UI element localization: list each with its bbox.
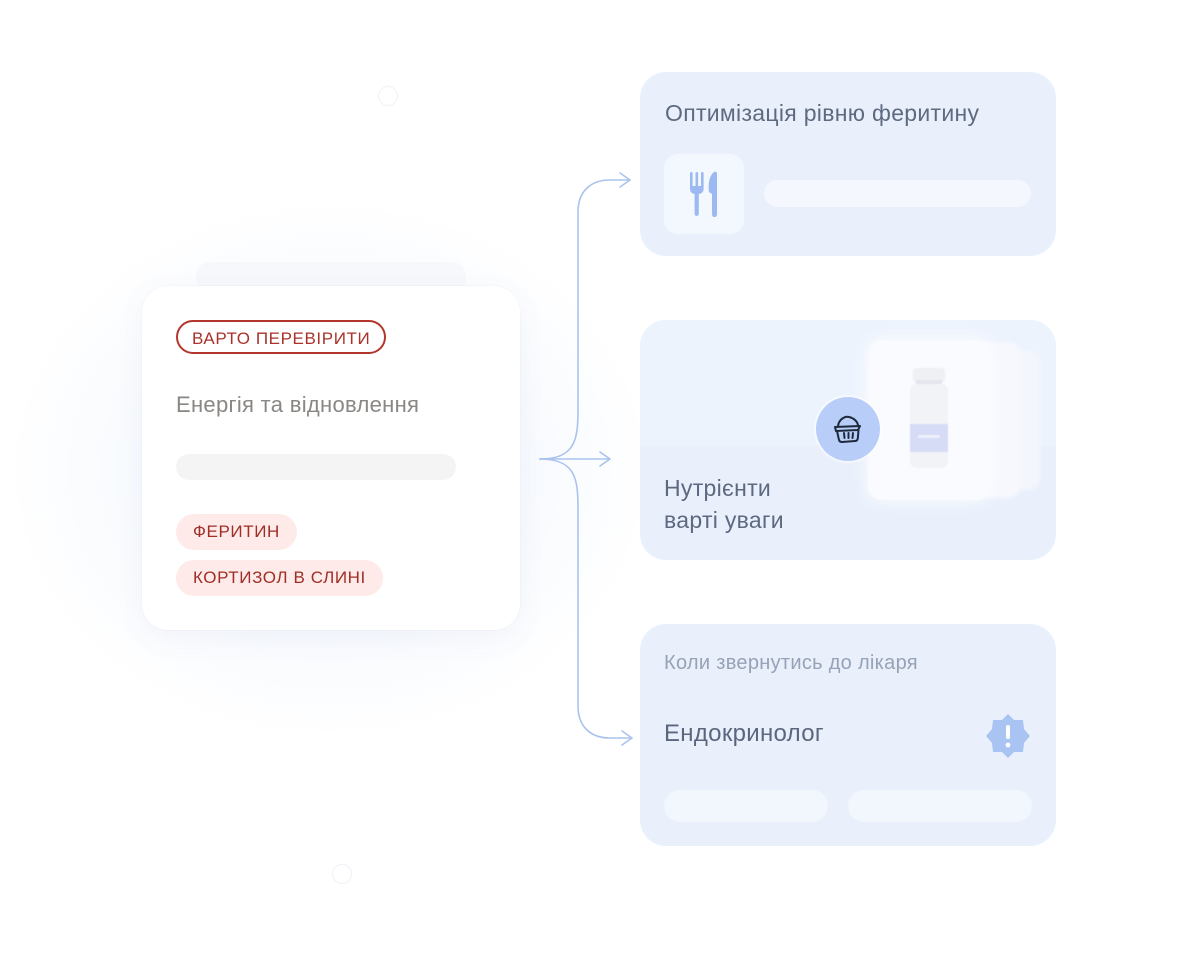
- nutrients-title-line-2: варті уваги: [664, 504, 784, 536]
- arrowhead-diet: [620, 173, 630, 187]
- placeholder-bar: [664, 790, 828, 822]
- supplement-bottle-photo: [868, 340, 990, 500]
- placeholder-bar: [848, 790, 1032, 822]
- placeholder-bar: [764, 180, 1031, 207]
- placeholder-bar: [176, 454, 456, 480]
- source-card-title: Енергія та відновлення: [176, 392, 419, 418]
- diet-card-title: Оптимізація рівню феритину: [665, 100, 979, 127]
- arrowhead-nutrients: [600, 452, 610, 466]
- fork-knife-icon: [684, 170, 724, 218]
- connector-to-doctor: [540, 459, 632, 738]
- nutrients-card-title: Нутрієнти варті уваги: [664, 472, 784, 536]
- nutrients-card: Нутрієнти варті уваги: [640, 320, 1056, 560]
- diet-icon-box: [664, 154, 744, 234]
- basket-icon: [831, 412, 865, 446]
- check-badge: ВАРТО ПЕРЕВІРИТИ: [176, 320, 386, 354]
- tag-cortisol: КОРТИЗОЛ В СЛИНІ: [176, 560, 383, 596]
- nutrients-title-line-1: Нутрієнти: [664, 472, 784, 504]
- doctor-card-subtitle: Коли звернутись до лікаря: [664, 652, 918, 675]
- decorative-dot: [332, 864, 352, 884]
- source-card: ВАРТО ПЕРЕВІРИТИ Енергія та відновлення …: [142, 286, 520, 630]
- alert-icon: [984, 712, 1032, 760]
- tag-ferritin: ФЕРИТИН: [176, 514, 297, 550]
- diet-card: Оптимізація рівню феритину: [640, 72, 1056, 256]
- arrowhead-doctor: [622, 731, 632, 745]
- decorative-dot: [378, 86, 398, 106]
- bottle-icon: [902, 368, 956, 468]
- connector-to-diet: [540, 180, 630, 459]
- doctor-card-title: Ендокринолог: [664, 720, 824, 748]
- basket-badge: [816, 397, 880, 461]
- doctor-card: Коли звернутись до лікаря Ендокринолог: [640, 624, 1056, 846]
